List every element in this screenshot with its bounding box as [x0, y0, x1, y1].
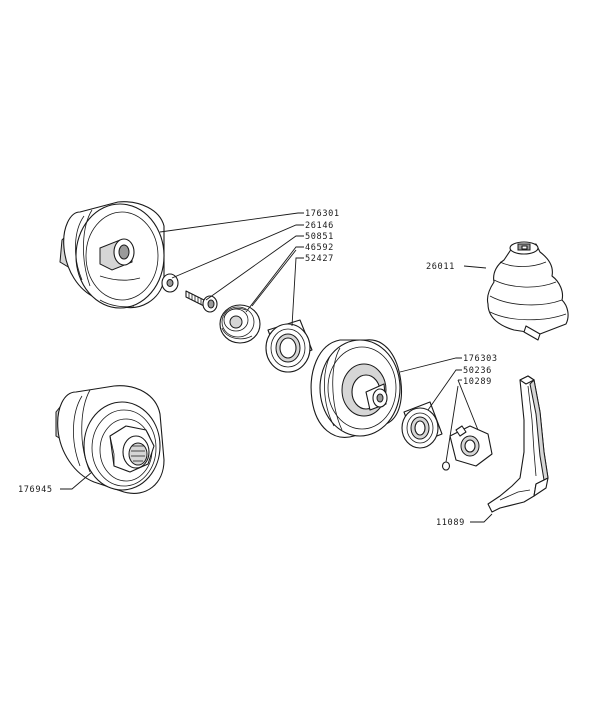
part-26011-rubber-boot[interactable] [486, 241, 569, 341]
part-176945-pulley-assembly[interactable] [55, 385, 165, 494]
label-52427: 52427 [305, 254, 334, 264]
leader-lines [60, 212, 493, 523]
label-26011: 26011 [426, 262, 455, 272]
part-26146-washer[interactable] [161, 273, 179, 293]
part-52427-bearing[interactable] [265, 319, 313, 373]
label-50851: 50851 [305, 232, 334, 242]
leader-10289 [457, 379, 479, 431]
part-10289-lock-nut[interactable] [441, 425, 493, 471]
part-50851-bolt[interactable] [185, 290, 218, 313]
leader-176301 [159, 212, 304, 233]
part-176301-drive-pulley-half[interactable] [59, 201, 165, 309]
leader-26146 [171, 224, 304, 279]
leader-52427 [291, 257, 304, 327]
leader-11089 [470, 513, 493, 523]
leader-176945 [60, 471, 93, 490]
label-10289: 10289 [463, 377, 492, 387]
leader-46592b [251, 249, 297, 307]
leader-176303 [399, 357, 462, 373]
label-176945: 176945 [18, 485, 53, 495]
part-50236-bearing[interactable] [401, 401, 443, 449]
leader-26011 [463, 265, 487, 269]
label-46592: 46592 [305, 243, 334, 253]
leader-50236 [427, 369, 462, 411]
leader-46592 [245, 246, 304, 313]
part-176303-pulley-center[interactable] [310, 339, 403, 438]
callout-labels: 176301 26146 50851 46592 52427 26011 176… [18, 209, 498, 528]
part-46592-spring[interactable] [219, 304, 261, 344]
part-11089-bracket-arm[interactable] [487, 375, 549, 513]
label-26146: 26146 [305, 221, 334, 231]
label-176303: 176303 [463, 354, 498, 364]
label-50236: 50236 [463, 366, 492, 376]
leader-10289c [445, 385, 459, 463]
label-176301: 176301 [305, 209, 340, 219]
label-11089: 11089 [436, 518, 465, 528]
leader-50851 [205, 235, 304, 301]
